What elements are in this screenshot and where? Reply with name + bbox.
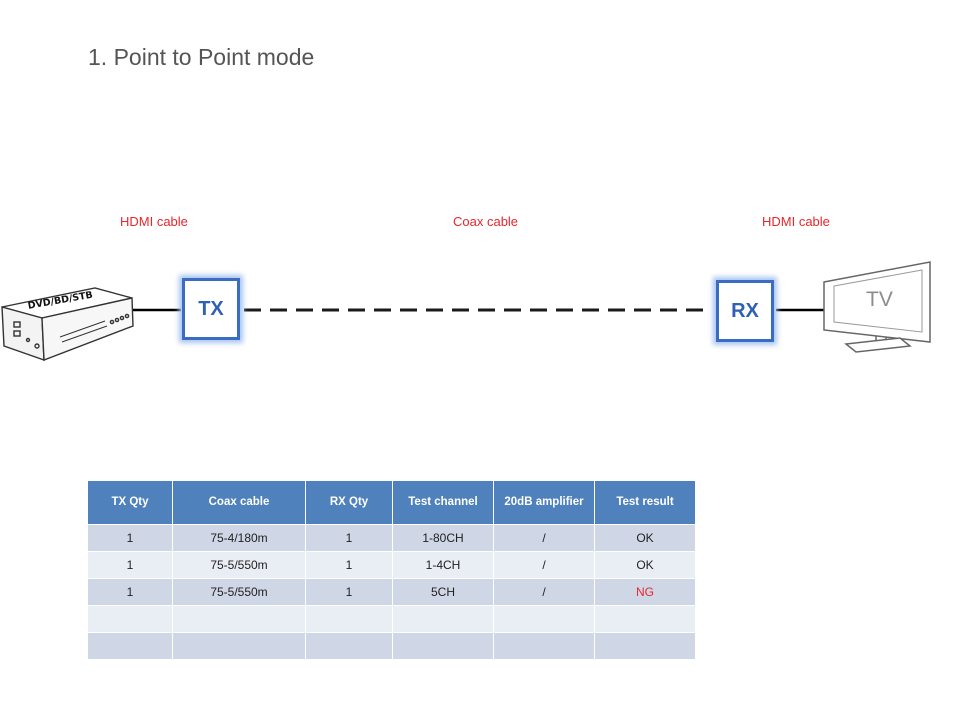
table-cell	[172, 605, 306, 633]
table-cell: 75-5/550m	[172, 551, 306, 579]
tx-box: TX	[182, 278, 240, 340]
table-cell: /	[493, 524, 595, 552]
table-row	[87, 605, 696, 633]
table-cell: 75-4/180m	[172, 524, 306, 552]
table-cell: 1	[305, 551, 393, 579]
table-cell: /	[493, 551, 595, 579]
column-header: Coax cable	[172, 480, 306, 525]
table-cell: OK	[594, 524, 696, 552]
dvd-player-icon	[1, 287, 134, 362]
column-header: 20dB amplifier	[493, 480, 595, 525]
coax-cable-label: Coax cable	[453, 214, 519, 229]
table-cell	[493, 605, 595, 633]
table-cell: 1-80CH	[392, 524, 494, 552]
table-cell: 1	[305, 578, 393, 606]
column-header: TX Qty	[87, 480, 173, 525]
table-cell: OK	[594, 551, 696, 579]
table-cell	[594, 605, 696, 633]
table-cell	[305, 632, 393, 660]
table-cell: 1-4CH	[392, 551, 494, 579]
rx-box: RX	[716, 280, 774, 342]
table-row	[87, 632, 696, 660]
table-row: 1 75-5/550m 1 5CH / NG	[87, 578, 696, 606]
table-cell: /	[493, 578, 595, 606]
table-cell	[392, 605, 494, 633]
table-cell	[392, 632, 494, 660]
table-cell	[87, 605, 173, 633]
table-cell: 1	[87, 578, 173, 606]
table-cell-ng: NG	[594, 578, 696, 606]
tv-icon	[823, 261, 931, 353]
table-cell: 1	[305, 524, 393, 552]
column-header: RX Qty	[305, 480, 393, 525]
table-row: 1 75-5/550m 1 1-4CH / OK	[87, 551, 696, 579]
tv-label: TV	[866, 288, 893, 311]
table-cell	[305, 605, 393, 633]
table-cell	[594, 632, 696, 660]
table-cell	[87, 632, 173, 660]
test-results-table: TX Qty Coax cable RX Qty Test channel 20…	[87, 480, 696, 660]
hdmi-cable-label-right: HDMI cable	[762, 214, 830, 229]
table-cell: 1	[87, 524, 173, 552]
table-row: 1 75-4/180m 1 1-80CH / OK	[87, 524, 696, 552]
table-cell	[172, 632, 306, 660]
table-cell: 75-5/550m	[172, 578, 306, 606]
table-cell	[493, 632, 595, 660]
column-header: Test result	[594, 480, 696, 525]
table-cell: 5CH	[392, 578, 494, 606]
hdmi-cable-label-left: HDMI cable	[120, 214, 188, 229]
table-header-row: TX Qty Coax cable RX Qty Test channel 20…	[87, 480, 696, 525]
page-title: 1. Point to Point mode	[88, 44, 315, 70]
column-header: Test channel	[392, 480, 494, 525]
table-cell: 1	[87, 551, 173, 579]
